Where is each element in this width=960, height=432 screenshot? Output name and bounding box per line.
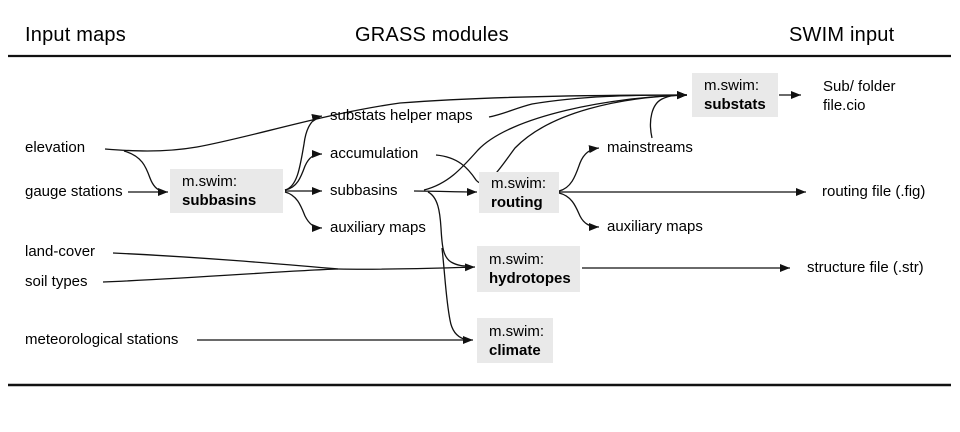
map-accumulation: accumulation	[330, 145, 419, 162]
edge-subbasins-box-auxiliary-maps	[284, 191, 323, 232]
edge-subbasins-map-substats	[423, 91, 688, 191]
module-substats: m.swim: substats	[692, 73, 778, 117]
edge-subbasins-box-accumulation	[284, 150, 323, 191]
output-routing-file: routing file (.fig)	[822, 183, 926, 200]
input-gauge-stations: gauge stations	[25, 183, 123, 200]
output-sub-folder-line2: file.cio	[823, 97, 866, 114]
edge-routing-auxiliary-maps	[558, 192, 600, 231]
module-substats-name: substats	[704, 96, 766, 113]
module-subbasins-name: subbasins	[182, 192, 257, 209]
edge-subbasins-box-substats-helper-maps	[284, 114, 323, 191]
edge-elevation-subbasins	[123, 150, 163, 192]
module-routing-prefix: m.swim:	[491, 174, 546, 192]
module-climate-name: climate	[489, 341, 541, 359]
module-routing: m.swim: routing	[479, 172, 559, 213]
module-routing-name: routing	[491, 193, 543, 211]
output-sub-folder: Sub/ folder file.cio	[823, 77, 896, 115]
module-subbasins-prefix: m.swim:	[182, 173, 237, 190]
output-structure-file: structure file (.str)	[807, 259, 924, 276]
module-climate: m.swim: climate	[477, 318, 553, 363]
input-soil-types: soil types	[25, 273, 88, 290]
edge-subbasins-map-routing	[413, 187, 478, 196]
module-climate-prefix: m.swim:	[489, 322, 544, 340]
module-hydrotopes: m.swim: hydrotopes	[477, 246, 580, 292]
module-subbasins: m.swim: subbasins	[170, 169, 283, 213]
edge-merged-hydrotopes	[337, 263, 476, 272]
header-grass-modules: GRASS modules	[355, 24, 509, 46]
map-subbasins: subbasins	[330, 182, 398, 199]
map-auxiliary-maps: auxiliary maps	[330, 219, 426, 236]
output-sub-folder-line1: Sub/ folder	[823, 78, 896, 95]
header-swim-input: SWIM input	[789, 24, 895, 46]
input-land-cover: land-cover	[25, 243, 96, 260]
edge-substats-helper-maps-substats	[488, 91, 688, 118]
map-substats-helper-maps: substats helper maps	[330, 107, 473, 124]
edge-routing-mainstreams	[558, 145, 600, 192]
map-routing-auxiliary-maps: auxiliary maps	[607, 218, 703, 235]
edge-land-cover-merge	[112, 252, 339, 270]
edge-subbasins-map-hydrotopes	[427, 191, 469, 267]
header-input-maps: Input maps	[25, 24, 126, 46]
module-substats-prefix: m.swim:	[704, 77, 759, 94]
edge-subbasins-map-climate	[441, 247, 465, 340]
edge-mainstreams-substats	[649, 91, 688, 139]
input-elevation: elevation	[25, 139, 86, 156]
module-hydrotopes-name: hydrotopes	[489, 270, 571, 287]
input-meteorological-stations: meteorological stations	[25, 331, 179, 348]
edge-soil-types-merge	[102, 268, 339, 283]
map-mainstreams: mainstreams	[607, 139, 693, 156]
edge-accumulation-substats	[435, 91, 688, 184]
edge-elevation-substats	[104, 91, 688, 152]
module-hydrotopes-prefix: m.swim:	[489, 251, 544, 268]
